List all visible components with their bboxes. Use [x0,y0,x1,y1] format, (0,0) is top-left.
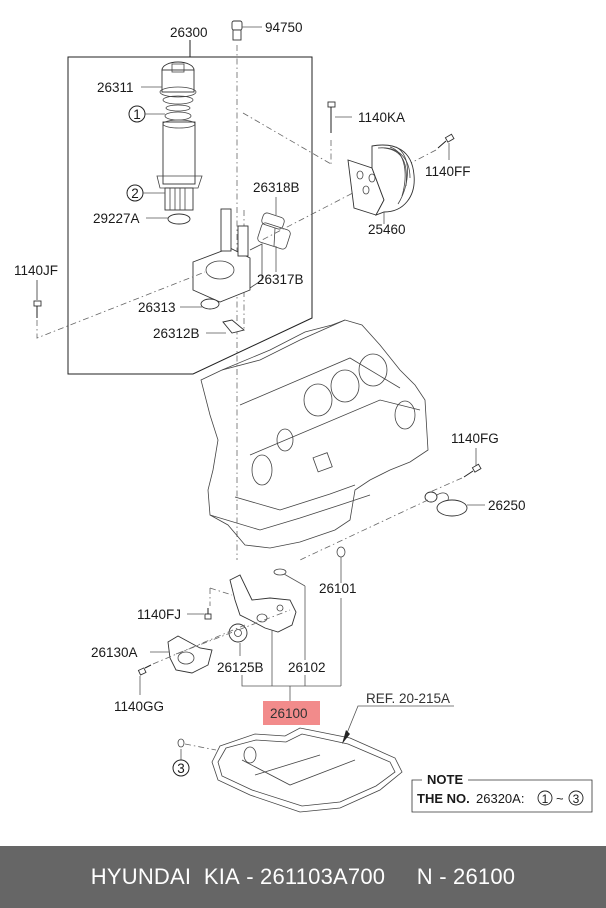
drain-plug[interactable] [177,738,185,748]
oil-pressure-switch-94750[interactable] [231,20,262,41]
label-26312B[interactable]: 26312B [153,326,200,341]
ref-label[interactable]: REF. 20-215A [366,691,450,706]
callout-3: 3 [172,759,190,777]
svg-text:3: 3 [177,761,185,776]
svg-text:~: ~ [556,791,564,806]
svg-text:1: 1 [133,107,141,122]
oem-label: N [416,864,433,889]
bolt-1140FF[interactable] [437,133,455,160]
cover-26130A[interactable] [167,635,213,674]
gasket-26318B[interactable] [261,212,286,230]
gasket-26313[interactable] [200,298,220,310]
o-ring-26102[interactable] [273,568,287,576]
label-26311[interactable]: 26311 [97,80,134,95]
label-26100[interactable]: 26100 [270,706,308,721]
part-info-footer: HYUNDAI KIA - 261103A700 N - 26100 [0,846,606,908]
sprocket-26125B[interactable] [228,623,248,643]
label-1140FJ[interactable]: 1140FJ [137,607,181,622]
label-94750[interactable]: 94750 [265,20,303,35]
oem-number: 26100 [453,864,516,889]
svg-text:3: 3 [573,792,580,806]
label-1140FF[interactable]: 1140FF [425,164,471,179]
label-26125B[interactable]: 26125B [217,660,264,675]
assembly-frame-26300 [67,56,313,375]
label-26130A[interactable]: 26130A [91,645,138,660]
oil-pump-body[interactable] [229,574,297,633]
label-25460[interactable]: 25460 [368,222,406,237]
o-ring-26101[interactable] [336,546,346,558]
svg-text:2: 2 [131,186,139,201]
engine-block [200,319,429,549]
oil-cooler-25460[interactable] [347,144,415,216]
label-26318B[interactable]: 26318B [253,180,300,195]
o-ring-29227A[interactable] [167,213,191,225]
svg-text:THE NO.: THE NO. [417,791,470,806]
brand: HYUNDAI KIA [90,864,240,889]
label-26101[interactable]: 26101 [319,581,357,596]
svg-text:26320A:: 26320A: [476,791,524,806]
label-1140JF[interactable]: 1140JF [14,263,58,278]
callout-1: 1 [128,105,165,123]
bolt-1140FG[interactable] [463,448,482,478]
oil-filter-housing[interactable] [192,208,263,303]
oil-strainer-26250[interactable] [424,491,485,517]
label-26300[interactable]: 26300 [170,25,208,40]
callout-2: 2 [126,184,165,202]
label-26250[interactable]: 26250 [488,498,526,513]
note-box: NOTE THE NO. 26320A: 1 ~ 3 [411,772,593,813]
dash: - [246,864,254,889]
gasket-26317B[interactable] [257,222,292,250]
dash: - [439,864,447,889]
svg-text:1: 1 [542,792,549,806]
parts-diagram: 1 2 3 26300 94750 26311 1140KA 1140FF 26… [14,20,593,813]
label-1140FG[interactable]: 1140FG [451,431,499,446]
plate-26312B[interactable] [222,319,245,334]
label-1140GG[interactable]: 1140GG [114,699,164,714]
label-26317B[interactable]: 26317B [257,272,304,287]
bolt-1140KA[interactable] [327,101,352,133]
oil-pan [211,727,403,813]
label-26313[interactable]: 26313 [138,300,176,315]
label-1140KA[interactable]: 1140KA [358,110,405,125]
oil-filter-element[interactable] [156,119,203,211]
label-29227A[interactable]: 29227A [93,211,140,226]
highlight-26100[interactable] [263,701,320,725]
bolt-1140FJ[interactable] [204,608,212,620]
bolt-1140JF[interactable] [33,280,42,318]
part-number: 261103A700 [260,864,386,889]
svg-text:NOTE: NOTE [427,772,463,787]
bolt-1140GG[interactable] [137,664,152,695]
label-26102[interactable]: 26102 [288,660,326,675]
oil-filter-cap-26311[interactable] [159,61,197,112]
